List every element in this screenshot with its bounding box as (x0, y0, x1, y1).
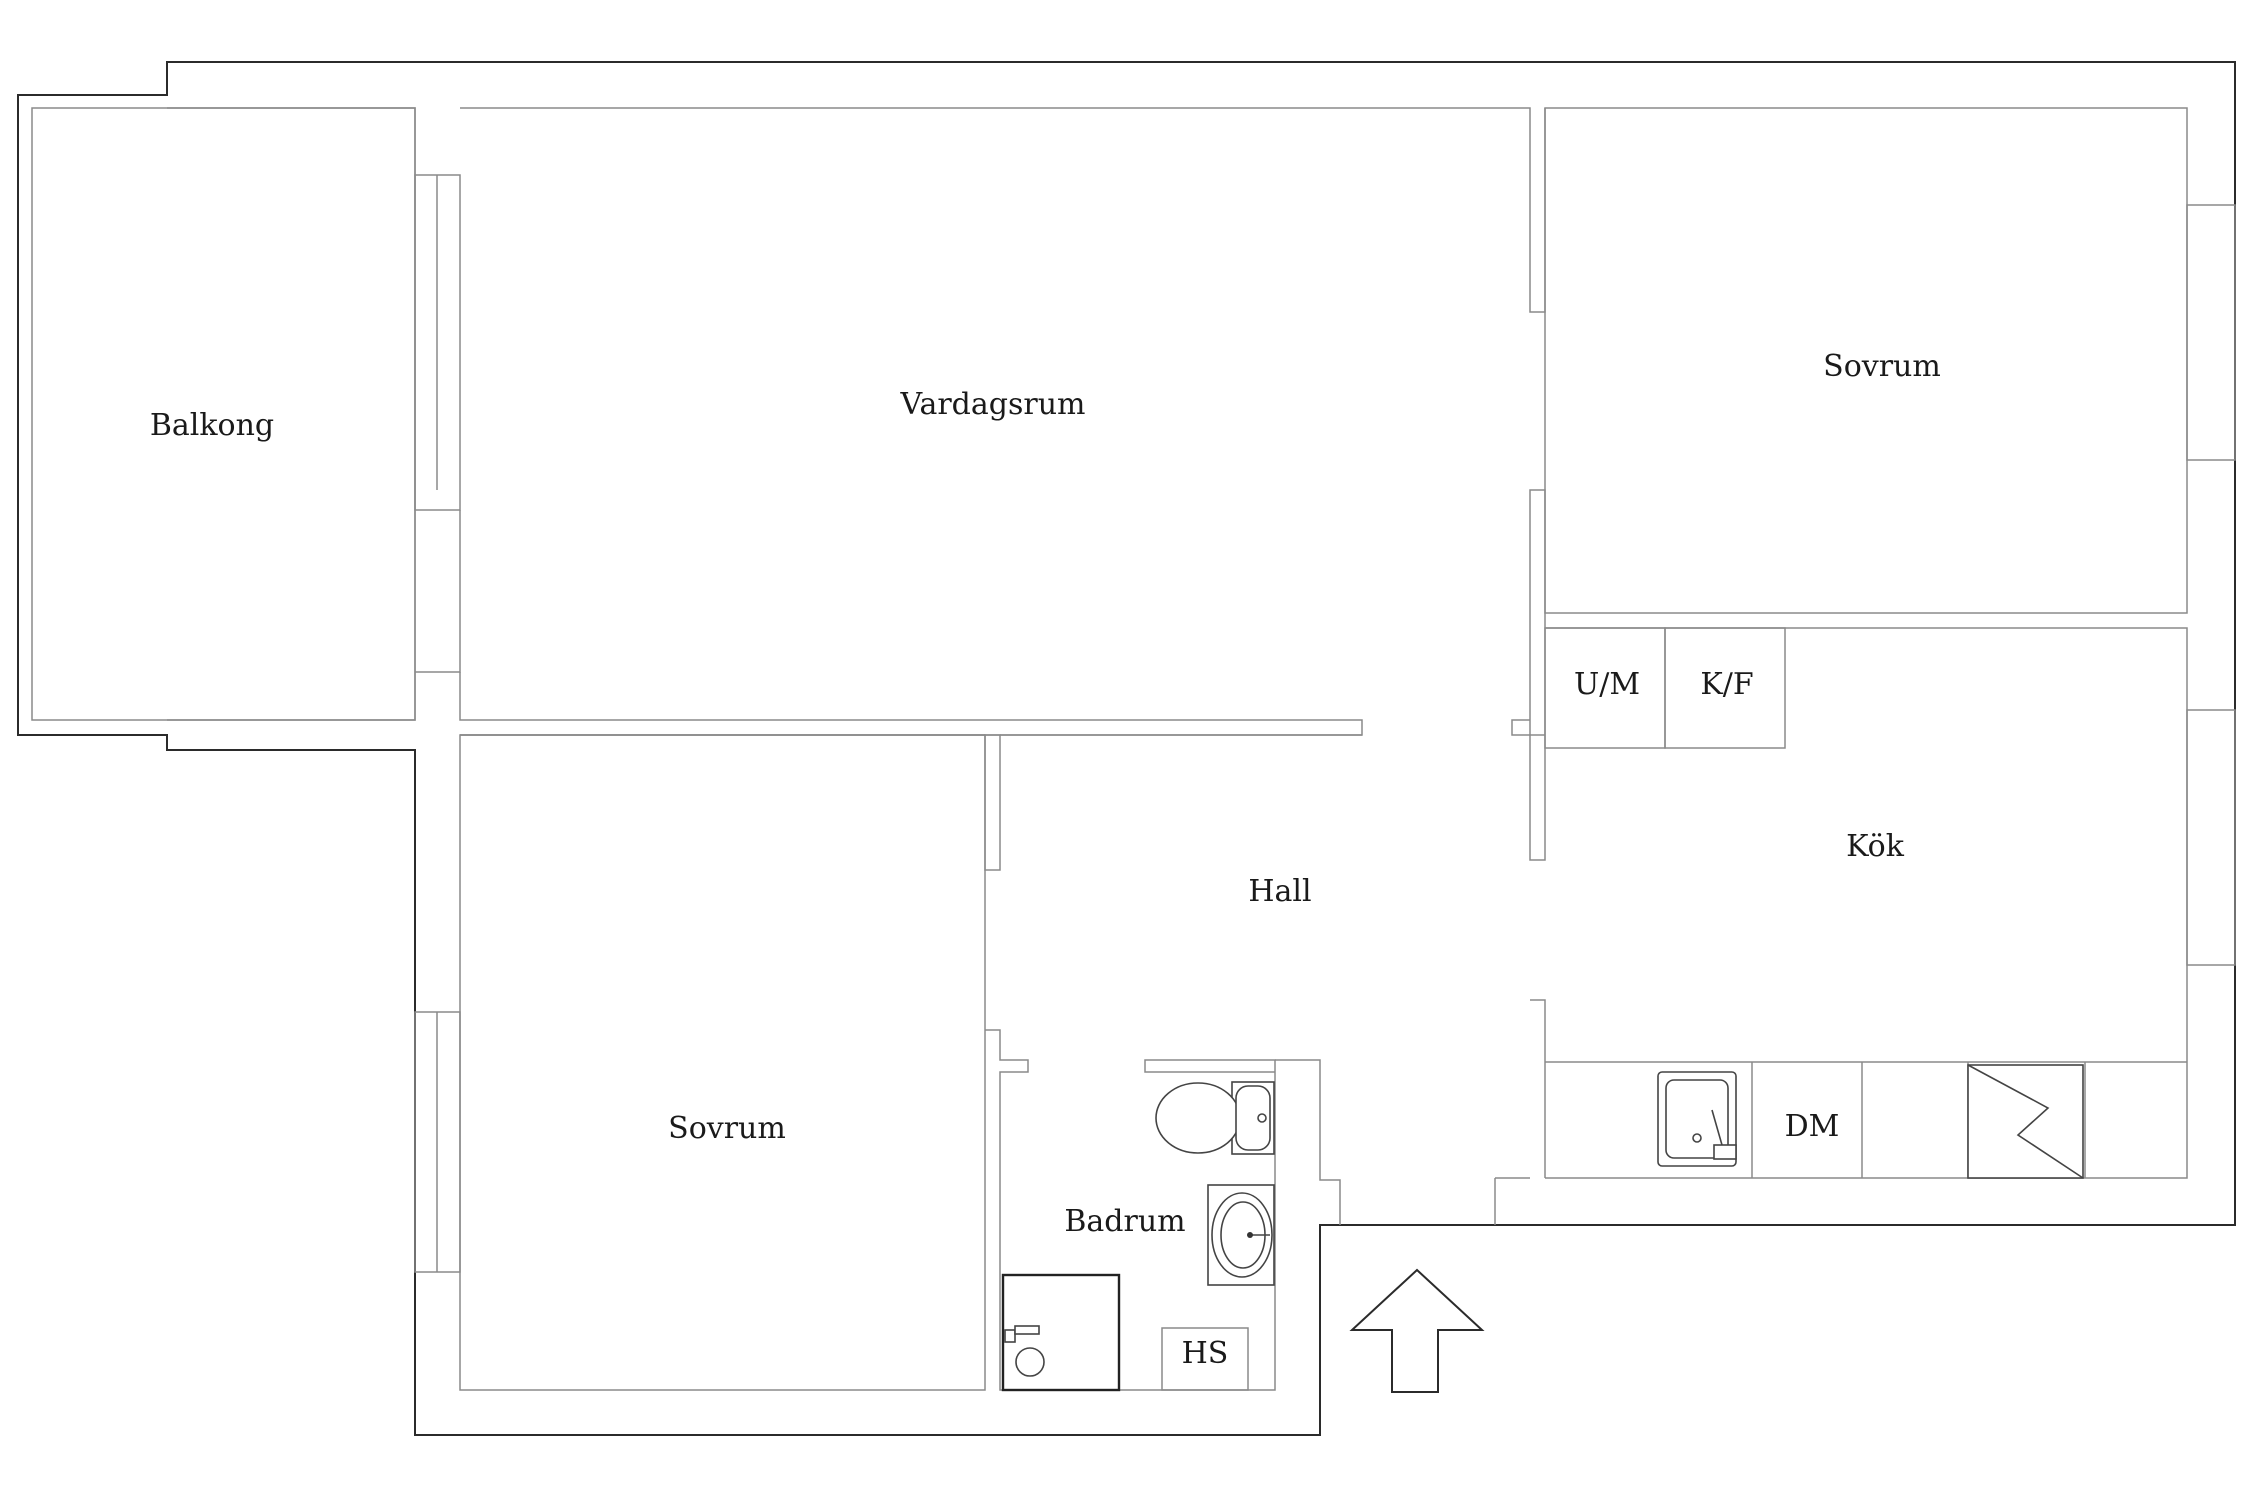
label-kf: K/F (1700, 667, 1753, 702)
shower-icon (1001, 1273, 1121, 1392)
kitchen-sink-icon (1657, 1071, 1737, 1167)
up-arrow-icon (1349, 1268, 1485, 1393)
bathroom (985, 1029, 1341, 1391)
label-vardagsrum: Vardagsrum (900, 387, 1086, 422)
label-balkong: Balkong (150, 408, 274, 443)
bedroom-bottom (414, 734, 986, 1391)
label-um: U/M (1574, 667, 1640, 702)
bedroom-top (1529, 107, 2236, 861)
balcony (31, 107, 461, 721)
label-hs: HS (1182, 1336, 1229, 1371)
label-dm: DM (1785, 1109, 1840, 1144)
washbasin-icon (1207, 1184, 1275, 1286)
label-sovrum-bottom: Sovrum (668, 1111, 786, 1146)
hall-walls (460, 734, 1545, 871)
label-hall: Hall (1248, 874, 1311, 909)
stove-icon (1967, 1064, 2084, 1179)
label-sovrum-top: Sovrum (1823, 349, 1941, 384)
label-badrum: Badrum (1064, 1204, 1185, 1239)
toilet-icon (1155, 1081, 1275, 1155)
kitchen (1494, 627, 2236, 1225)
label-kok: Kök (1846, 829, 1905, 864)
